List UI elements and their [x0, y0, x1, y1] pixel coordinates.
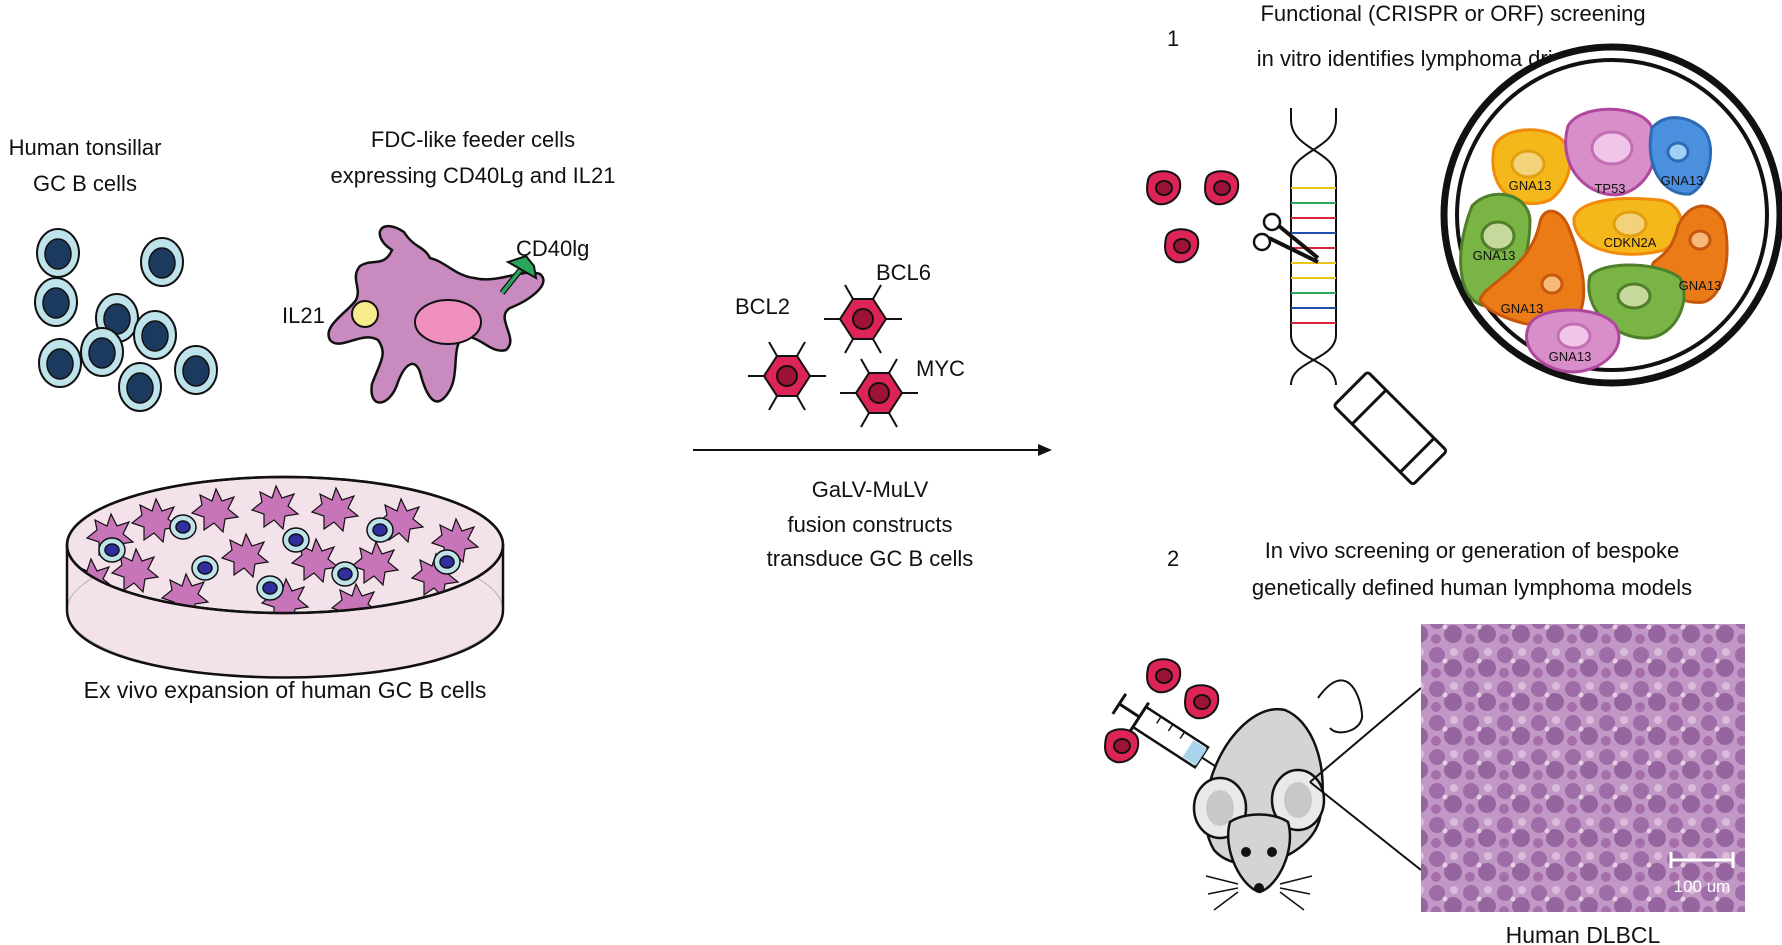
- scale-bar: [1669, 852, 1735, 868]
- middle-caption-line1: GaLV-MuLV: [812, 477, 929, 502]
- petri-dish: [65, 475, 505, 679]
- feeder-label-line1: FDC-like feeder cells: [371, 127, 575, 152]
- feeder-nucleus: [414, 299, 482, 345]
- gc-b-cell: [36, 228, 80, 278]
- oncogene-vector-myc: [840, 358, 918, 428]
- step2-title-line2: genetically defined human lymphoma model…: [1252, 575, 1692, 600]
- dna-double-helix: [1290, 108, 1337, 386]
- feeder-cell-lawn: [67, 484, 480, 613]
- oncogene-vector-bcl2: [748, 341, 826, 411]
- middle-caption-line2: fusion constructs: [787, 512, 952, 537]
- scissors-icon: [1252, 212, 1320, 264]
- cd40lg-label: CD40lg: [516, 236, 589, 261]
- step1-number: 1: [1167, 26, 1179, 51]
- tonsil-label-line1: Human tonsillar: [9, 135, 162, 160]
- histology-image: [1421, 624, 1745, 912]
- gene-label: GNA13: [1501, 301, 1544, 316]
- gene-label: GNA13: [1661, 173, 1704, 188]
- injected-cells: [1104, 658, 1220, 764]
- step2-title-line1: In vivo screening or generation of bespo…: [1265, 538, 1680, 563]
- gene-label: CDKN2A: [1604, 235, 1657, 250]
- gc-b-cell: [38, 338, 82, 388]
- lymphoma-cell-cluster: [1459, 107, 1729, 374]
- bcl6-label: BCL6: [876, 260, 931, 285]
- gc-b-cell: [80, 327, 124, 377]
- gene-label: GNA13: [1509, 178, 1552, 193]
- il21-label: IL21: [282, 303, 325, 328]
- scale-bar-label: 100 um: [1674, 877, 1731, 896]
- bcl2-label: BCL2: [735, 294, 790, 319]
- gc-b-cell: [140, 237, 184, 287]
- gene-labels: GNA13 TP53 GNA13 GNA13 CDKN2A GNA13 GNA1…: [1473, 173, 1722, 364]
- tonsil-label-line2: GC B cells: [33, 171, 137, 196]
- left-caption: Ex vivo expansion of human GC B cells: [84, 677, 487, 703]
- myc-label: MYC: [916, 356, 965, 381]
- oncogene-vector-bcl6: [824, 284, 902, 354]
- feeder-label-line2: expressing CD40Lg and IL21: [331, 163, 616, 188]
- transduced-cells: [1146, 170, 1240, 264]
- gc-b-cell: [133, 310, 177, 360]
- zoom-lines: [1309, 687, 1422, 871]
- step2-number: 2: [1167, 546, 1179, 571]
- step1-title-line1: Functional (CRISPR or ORF) screening: [1260, 1, 1645, 26]
- gc-b-cell-group: [34, 228, 218, 412]
- gene-label: GNA13: [1473, 248, 1516, 263]
- il21-molecule: [351, 300, 379, 328]
- feeder-cell: [327, 224, 545, 404]
- syringe-icon: [1111, 692, 1236, 780]
- middle-caption-line3: transduce GC B cells: [767, 546, 974, 571]
- gc-b-cell: [174, 345, 218, 395]
- gc-b-cell: [118, 362, 162, 412]
- histology-caption: Human DLBCL: [1506, 922, 1661, 945]
- cd40lg-receptor-icon: [499, 254, 538, 295]
- gene-label: GNA13: [1549, 349, 1592, 364]
- gene-label: TP53: [1594, 181, 1625, 196]
- mouse-icon: [1192, 679, 1364, 911]
- process-arrow: [693, 444, 1052, 456]
- gc-b-cell: [34, 277, 78, 327]
- gene-label: GNA13: [1679, 278, 1722, 293]
